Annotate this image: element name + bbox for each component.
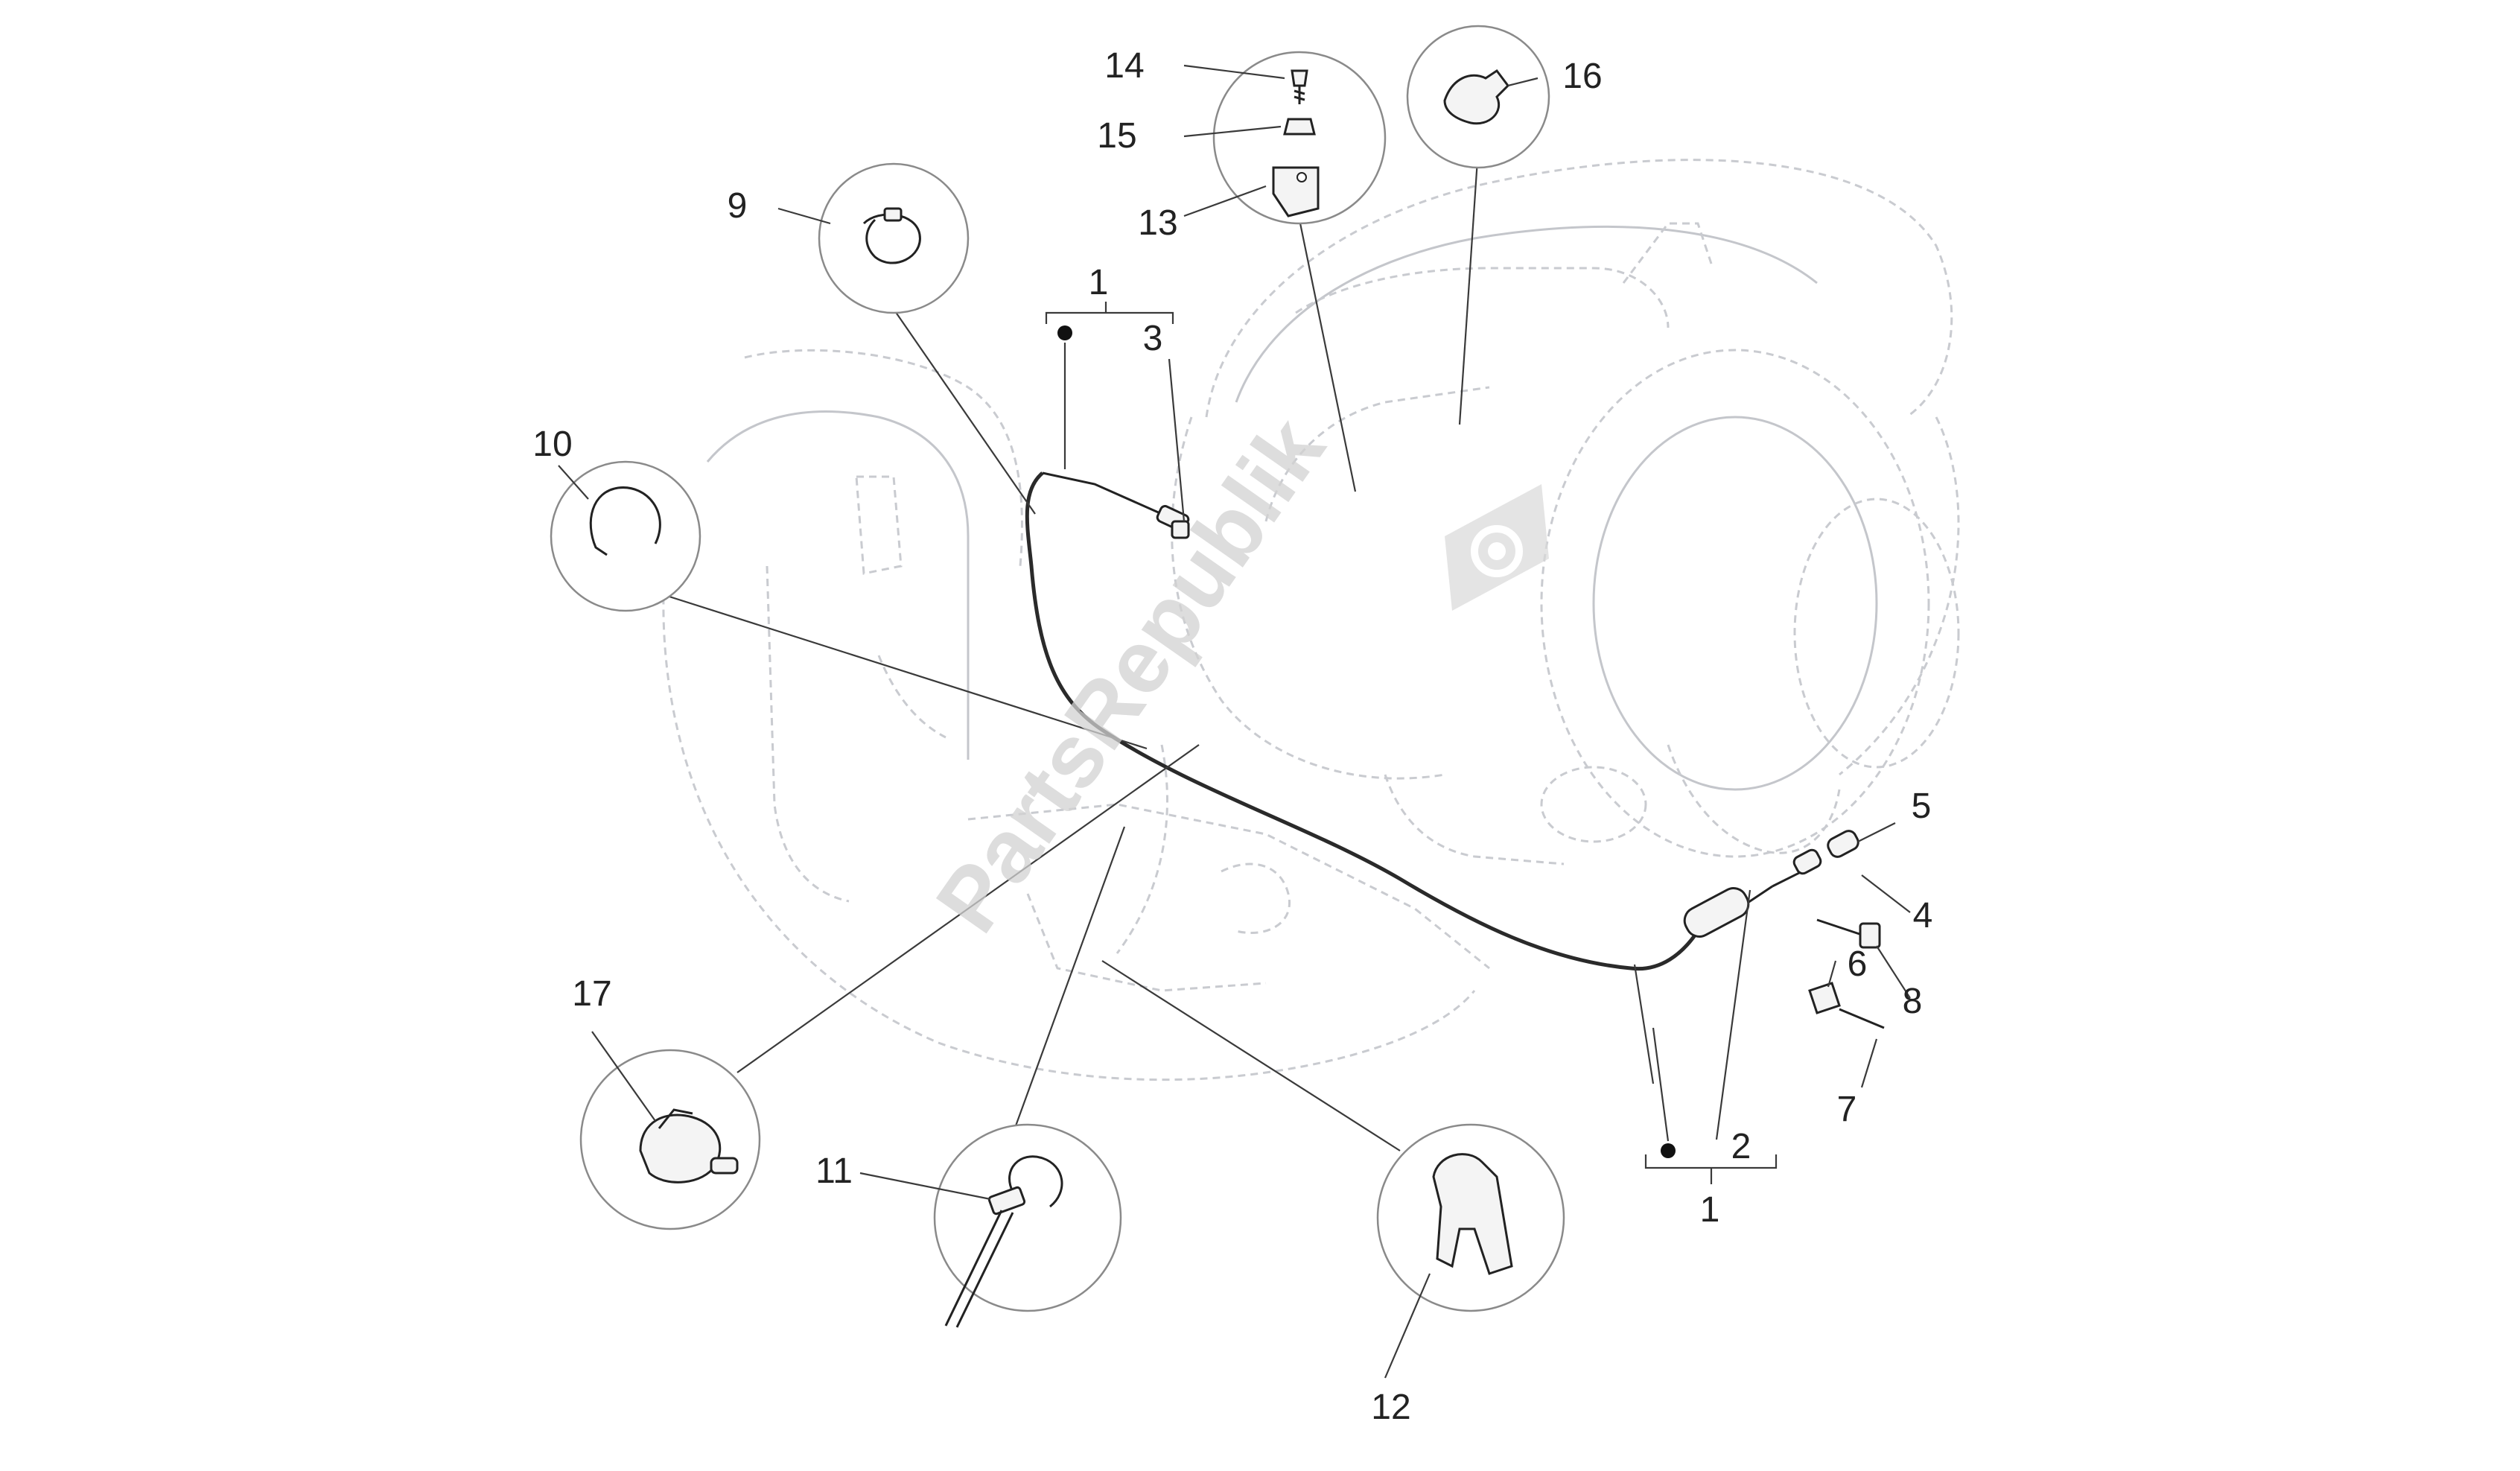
part-2-adjuster	[1683, 887, 1750, 938]
part-7-bolt	[1839, 1008, 1885, 1029]
label-11: 11	[815, 1151, 853, 1191]
part-10-spring-clip	[589, 486, 661, 556]
detail-callouts	[550, 25, 1565, 1328]
label-3: 3	[1143, 319, 1163, 358]
label-10: 10	[532, 425, 572, 464]
label-6: 6	[1848, 944, 1868, 984]
label-5: 5	[1912, 787, 1932, 826]
label-16: 16	[1562, 57, 1602, 96]
label-2: 2	[1731, 1127, 1751, 1166]
label-9: 9	[728, 186, 748, 226]
part-16-clip	[1443, 69, 1509, 125]
label-13: 13	[1138, 203, 1177, 243]
label-leaders	[558, 64, 1911, 1379]
watermark-text: PartsRepublik	[917, 400, 1344, 950]
part-3-cable-end	[1171, 520, 1190, 539]
part-15-nut	[1283, 118, 1316, 136]
part-8-pin	[1816, 918, 1862, 936]
label-1-bottom: 1	[1700, 1190, 1720, 1230]
label-15: 15	[1097, 116, 1136, 156]
part-6-bracket	[1859, 922, 1881, 949]
label-17: 17	[572, 974, 611, 1014]
callout-circle-11	[933, 1123, 1122, 1312]
brake-cable	[1025, 471, 1885, 1029]
part-4-barrel	[1792, 848, 1822, 875]
label-14: 14	[1104, 46, 1144, 86]
part-14-screw-head	[1291, 69, 1308, 87]
watermark-gear-icon	[1445, 484, 1549, 611]
callout-circle-13-15	[1212, 51, 1387, 225]
label-7: 7	[1837, 1090, 1857, 1129]
callout-labels: 1 3 2 1 4 5 6 7 8 9 10 11 12 13 14 15 16…	[532, 46, 1932, 1427]
watermark: PartsRepublik	[917, 400, 1549, 950]
part-17-clamp	[639, 1113, 722, 1184]
label-1-top: 1	[1089, 263, 1109, 302]
scooter-body-outline	[662, 159, 1960, 1081]
leader-lines	[655, 148, 1751, 1155]
assembly-bracket-top	[1045, 302, 1174, 469]
callout-circle-10	[550, 460, 701, 612]
part-6-clip	[1808, 982, 1841, 1014]
assembly-bracket-bottom	[1644, 1027, 1778, 1184]
part-13-bracket	[1272, 166, 1320, 217]
part-11-cable-tie	[1008, 1155, 1063, 1208]
callout-circle-9	[818, 162, 970, 314]
label-4: 4	[1913, 896, 1933, 935]
part-5-nut	[1827, 830, 1859, 858]
part-12-clip	[1432, 1153, 1513, 1275]
label-12: 12	[1371, 1388, 1410, 1427]
label-8: 8	[1903, 982, 1923, 1021]
